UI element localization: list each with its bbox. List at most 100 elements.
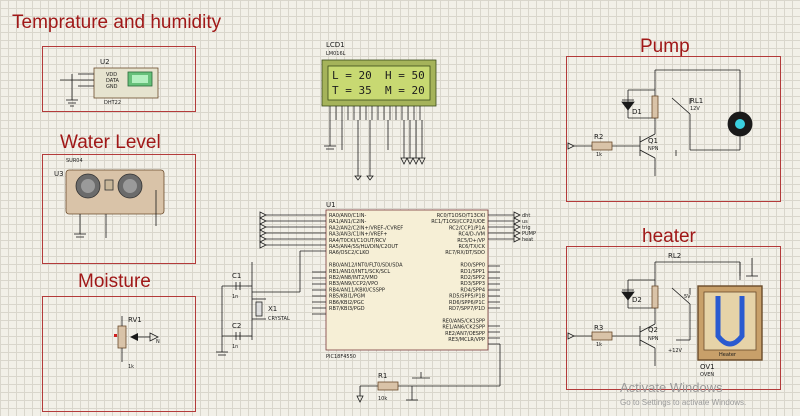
pump-relay-voltage: 12V: [690, 106, 700, 112]
mcu-right-pin-1: RC1/T1OSI/CCP2/UOE: [431, 219, 485, 225]
mcu-right-pin-19: RE2/AN7/OESPP: [445, 331, 485, 337]
mcu-left-pin-4: RA4/T0CKI/C1OUT/RCV: [329, 238, 386, 244]
heater-supply: +12V: [668, 348, 683, 354]
mcu-net-1: us: [522, 219, 528, 225]
pot-out: N: [156, 339, 160, 345]
reset-button[interactable]: [412, 372, 430, 379]
ultrasonic-part: SUR04: [66, 158, 83, 164]
dht-labels: U2 VDD DATA GND DHT22: [100, 58, 121, 106]
mcu-right-pin-2: RC2/CCP1/P1A: [449, 225, 486, 231]
dht-pin-vdd: VDD: [106, 72, 117, 78]
mcu-right-pin-17: RE0/AN5/CK1SPP: [442, 318, 485, 324]
reset-resistor[interactable]: [377, 381, 399, 391]
pump-motor[interactable]: [727, 111, 753, 137]
mcu-left-pin-8: RB0/AN12/INT0/FLT0/SDI/SDA: [329, 263, 403, 269]
heater-res-value: 1k: [596, 342, 602, 348]
dht-part: DHT22: [104, 100, 121, 106]
section-title-temp: Temprature and humidity: [12, 12, 222, 33]
pump-resistor[interactable]: [591, 141, 613, 151]
section-title-water: Water Level: [60, 132, 161, 153]
mcu-right-pin-10: RD2/SPP2: [460, 275, 485, 281]
pic18f4550-mcu[interactable]: [325, 209, 489, 351]
pump-diode[interactable]: [621, 99, 635, 111]
reset-res-ref: R1: [378, 372, 387, 380]
reset-res-value: 10k: [378, 396, 387, 402]
lcd-part: LM016L: [326, 51, 346, 57]
lcd-line-2: T = 35 M = 20: [332, 84, 425, 97]
pot-ref: RV1: [128, 316, 142, 324]
dht-pin-gnd: GND: [106, 84, 118, 90]
potentiometer[interactable]: [114, 325, 138, 349]
crystal[interactable]: [252, 298, 266, 320]
lcd-ref: LCD1: [326, 41, 345, 49]
mcu-right-pin-0: RC0/T1OSO/T13CKI: [437, 213, 485, 219]
ultrasonic-sensor[interactable]: [65, 169, 165, 215]
dht-pin-data: DATA: [106, 78, 119, 84]
heater-res-ref: R3: [594, 324, 603, 332]
oven-part: OVEN: [700, 372, 714, 378]
dht22-sensor[interactable]: [93, 67, 159, 99]
moisture-section: [42, 296, 196, 412]
mcu-left-pin-10: RB2/AN8/INT2/VMO: [329, 275, 378, 281]
crystal-ref: X1: [268, 305, 277, 313]
mcu-left-pin-6: RA6/OSC2/CLKO: [329, 250, 369, 256]
mcu-right-pin-6: RC7/RX/DT/SDO: [445, 250, 485, 256]
cap-2-ref: C2: [232, 322, 241, 330]
mcu-left-pin-3: RA3/AN3/C1IN+/VREF+: [329, 232, 387, 238]
mcu-right-pin-14: RD6/SPP6/P1C: [449, 300, 485, 306]
mcu-net-2: trig: [522, 225, 531, 231]
mcu-left-pin-14: RB6/KBI2/PGC: [329, 300, 365, 306]
oven-ref: OV1: [700, 363, 715, 371]
mcu-left-pin-5: RA5/AN4/SS/HLVDIN/C2OUT: [329, 244, 399, 250]
mcu-net-0: dht: [522, 213, 530, 219]
mcu-left-pin-15: RB7/KBI3/PGD: [329, 306, 365, 312]
heater-diode[interactable]: [621, 289, 635, 301]
mcu-right-pin-5: RC6/TX/CK: [458, 244, 485, 250]
pot-value: 1k: [128, 364, 134, 370]
heater-transistor-type: NPN: [648, 336, 659, 342]
heater-relay-ref: RL2: [668, 252, 681, 260]
cap-1-ref: C1: [232, 272, 241, 280]
mcu-right-pin-12: RD4/SPP4: [460, 287, 485, 293]
mcu-net-4: heat: [522, 237, 533, 243]
temp-section: [42, 46, 196, 112]
cap-1-value: 1n: [232, 294, 238, 300]
pump-res-value: 1k: [596, 152, 602, 158]
mcu-part: PIC18F4550: [326, 354, 356, 360]
section-title-pump: Pump: [640, 36, 690, 57]
heater-oven[interactable]: [697, 285, 763, 361]
mcu-left-pin-2: RA2/AN2/C2IN+/VREF-/CVREF: [329, 225, 403, 231]
mcu-right-pin-11: RD3/SPP3: [460, 281, 485, 287]
mcu-right-pin-18: RE1/AN6/CK2SPP: [442, 325, 485, 331]
dht-ref: U2: [100, 58, 110, 66]
pump-diode-ref: D1: [632, 108, 642, 116]
mcu-right-pin-13: RD5/SPP5/P1B: [449, 294, 485, 300]
mcu-left-pin-labels: RA0/AN0/C1IN-RA1/AN1/C2IN-RA2/AN2/C2IN+/…: [329, 213, 403, 312]
lcd-display[interactable]: [321, 59, 437, 107]
mcu-right-pin-20: RE3/MCLR/VPP: [448, 337, 485, 343]
mcu-right-pin-4: RC5/D+/VP: [457, 238, 485, 244]
mcu-left-pin-11: RB3/AN9/CCP2/VPO: [329, 281, 378, 287]
mcu-left-pin-1: RA1/AN1/C2IN-: [329, 219, 366, 225]
mcu-ref: U1: [326, 201, 336, 209]
mcu-left-pin-9: RB1/AN10/INT1/SCK/SCL: [329, 269, 390, 275]
ultrasonic-ref: U3: [54, 170, 64, 178]
mcu-left-pin-12: RB4/AN11/KBI0/CSSPP: [329, 287, 385, 293]
mcu-left-pin-13: RB5/KBI1/PGM: [329, 294, 365, 300]
water-section: [42, 154, 196, 264]
pump-transistor-type: NPN: [648, 146, 659, 152]
heater-transistor-ref: Q2: [648, 326, 658, 334]
mcu-right-pin-labels: RC0/T1OSO/T13CKIRC1/T1OSI/CCP2/UOERC2/CC…: [431, 213, 485, 343]
heater-resistor[interactable]: [591, 331, 613, 341]
mcu-right-pin-8: RD0/SPP0: [460, 263, 485, 269]
pump-relay[interactable]: [651, 95, 691, 119]
pump-transistor-ref: Q1: [648, 137, 658, 145]
mcu-right-pin-9: RD1/SPP1: [460, 269, 485, 275]
heater-relay-voltage: 5V: [684, 294, 691, 300]
heater-diode-ref: D2: [632, 296, 642, 304]
mcu-right-pin-3: RC4/D-/VM: [458, 232, 485, 238]
oven-label: Heater: [719, 352, 737, 358]
crystal-part: CRYSTAL: [268, 316, 290, 322]
